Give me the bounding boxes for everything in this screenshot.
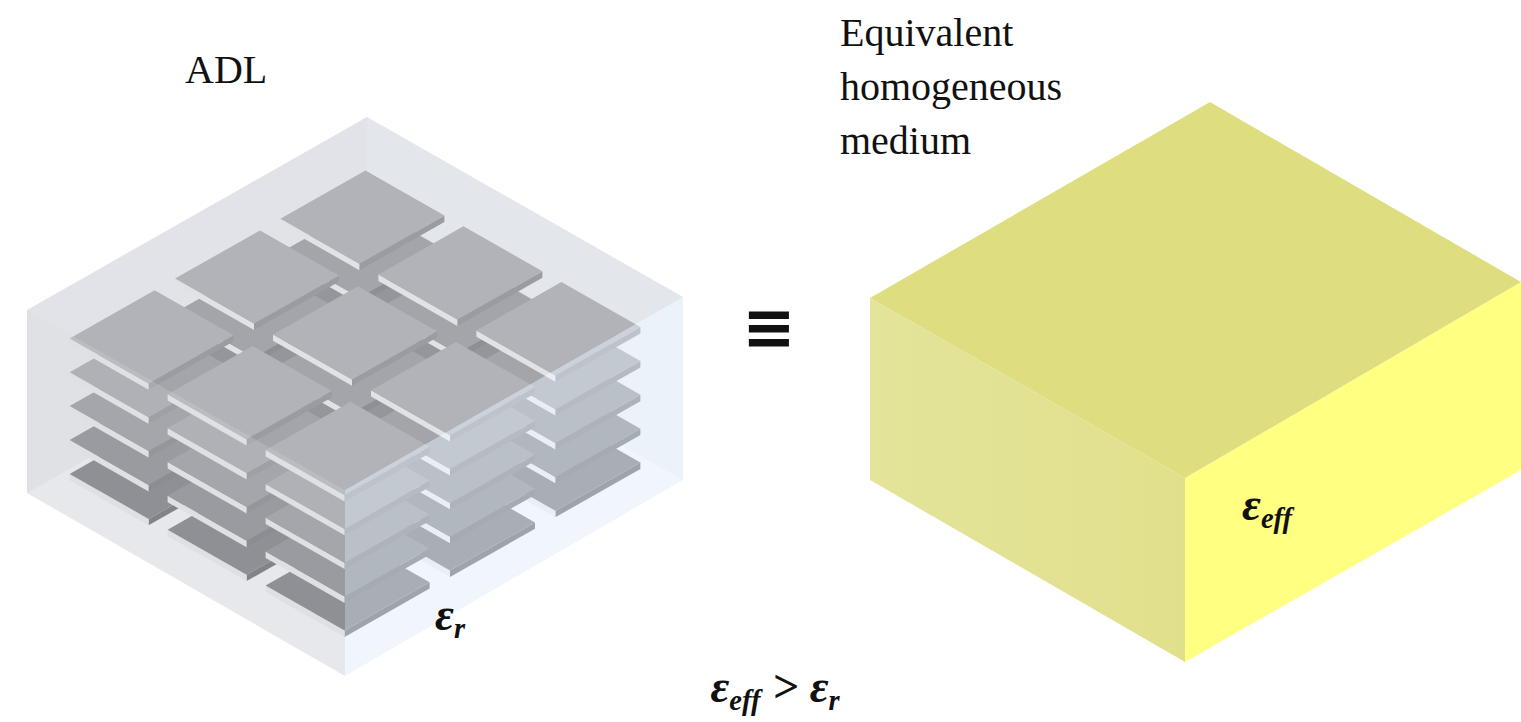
heading-label: Equivalent homogeneous medium: [840, 6, 1140, 168]
adl-top-face: [27, 117, 683, 490]
equivalence-sign: ≡: [742, 290, 796, 364]
homogeneous-block: Equivalent homogeneous medium εeff: [830, 0, 1521, 665]
inequality-label: εeff > εr: [575, 660, 975, 717]
permittivity-symbol: εr: [435, 588, 465, 645]
heading-label: ADL: [185, 46, 267, 93]
permittivity-symbol: εeff: [1242, 478, 1292, 535]
adl-block: ADL εr: [25, 40, 690, 680]
